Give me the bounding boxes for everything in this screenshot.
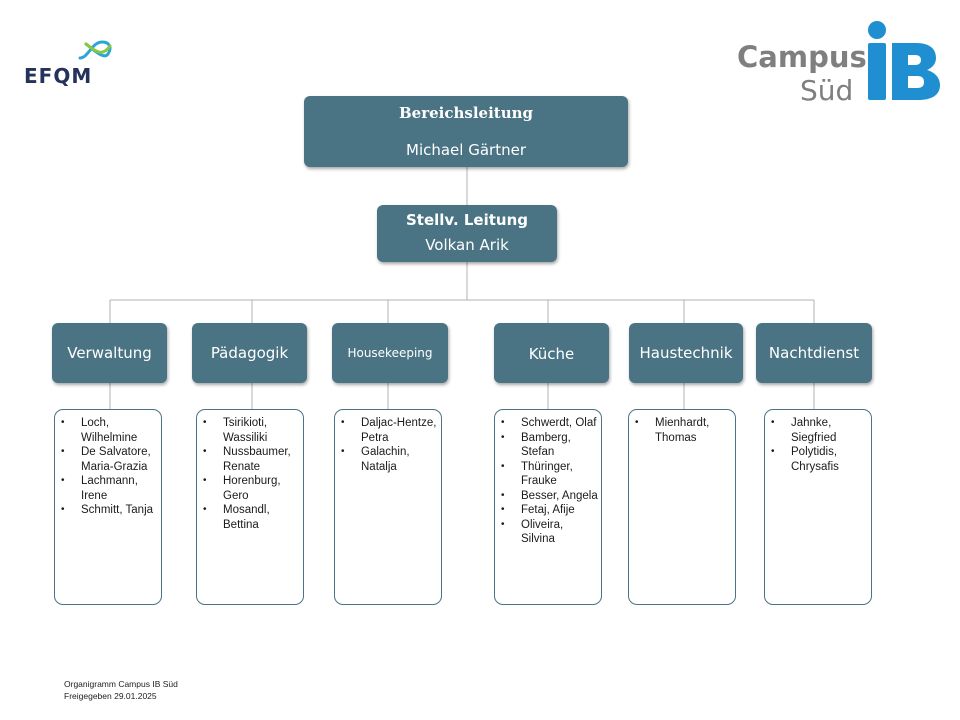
campus-ib-logo: Campus Süd [734,18,946,108]
list-item: Jahnke, Siegfried [769,416,869,445]
footer-line-2: Freigegeben 29.01.2025 [64,690,157,701]
footer-note: Organigramm Campus IB Süd Freigegeben 29… [64,679,178,702]
efqm-wordmark: EFQM [24,64,93,88]
staff-list-housekeeping: Daljac-Hentze, Petra Galachin, Natalja [334,409,442,605]
stellv-leitung-name: Volkan Arik [425,236,509,254]
staff-list-verwaltung: Loch, Wilhelmine De Salvatore, Maria-Gra… [54,409,162,605]
staff-list-haustechnik: Mienhardt, Thomas [628,409,736,605]
list-item: Galachin, Natalja [339,445,439,474]
unit-label: Küche [528,345,575,363]
unit-housekeeping: Housekeeping [332,323,448,383]
unit-kueche: Küche [494,323,609,383]
list-item: Daljac-Hentze, Petra [339,416,439,445]
bereichsleitung-name: Michael Gärtner [406,141,526,159]
list-item: Polytidis, Chrysafis [769,445,869,474]
stellv-leitung-box: Stellv. Leitung Volkan Arik [377,205,557,262]
list-item: Horenburg, Gero [201,474,301,503]
unit-paedagogik: Pädagogik [192,323,307,383]
staff-list-nachtdienst: Jahnke, Siegfried Polytidis, Chrysafis [764,409,872,605]
unit-label: Verwaltung [67,344,152,362]
list-item: Tsirikioti, Wassiliki [201,416,301,445]
list-item: Besser, Angela [499,489,599,504]
unit-label: Haustechnik [639,344,733,362]
list-item: Schwerdt, Olaf [499,416,599,431]
bereichsleitung-box: Bereichsleitung Michael Gärtner [304,96,628,167]
unit-label: Pädagogik [210,344,289,362]
unit-nachtdienst: Nachtdienst [756,323,872,383]
list-item: Mienhardt, Thomas [633,416,733,445]
efqm-logo: EFQM [24,36,124,92]
efqm-ribbon-icon [78,40,112,60]
list-item: Mosandl, Bettina [201,503,301,532]
list-item: Loch, Wilhelmine [59,416,159,445]
stellv-leitung-title: Stellv. Leitung [405,211,529,229]
list-item: Lachmann, Irene [59,474,159,503]
sued-wordmark: Süd [800,74,854,107]
staff-list-paedagogik: Tsirikioti, Wassiliki Nussbaumer, Renate… [196,409,304,605]
list-item: Nussbaumer, Renate [201,445,301,474]
list-item: De Salvatore, Maria-Grazia [59,445,159,474]
unit-label: Nachtdienst [768,344,860,362]
ib-logo-icon [868,21,940,100]
list-item: Bamberg, Stefan [499,431,599,460]
unit-label: Housekeeping [347,346,433,360]
unit-verwaltung: Verwaltung [52,323,167,383]
list-item: Oliveira, Silvina [499,518,599,547]
staff-list-kueche: Schwerdt, Olaf Bamberg, Stefan Thüringer… [494,409,602,605]
unit-haustechnik: Haustechnik [629,323,743,383]
list-item: Schmitt, Tanja [59,503,159,518]
campus-wordmark: Campus [737,40,867,74]
list-item: Fetaj, Afije [499,503,599,518]
bereichsleitung-title: Bereichsleitung [398,104,534,122]
list-item: Thüringer, Frauke [499,460,599,489]
footer-line-1: Organigramm Campus IB Süd [64,679,178,689]
